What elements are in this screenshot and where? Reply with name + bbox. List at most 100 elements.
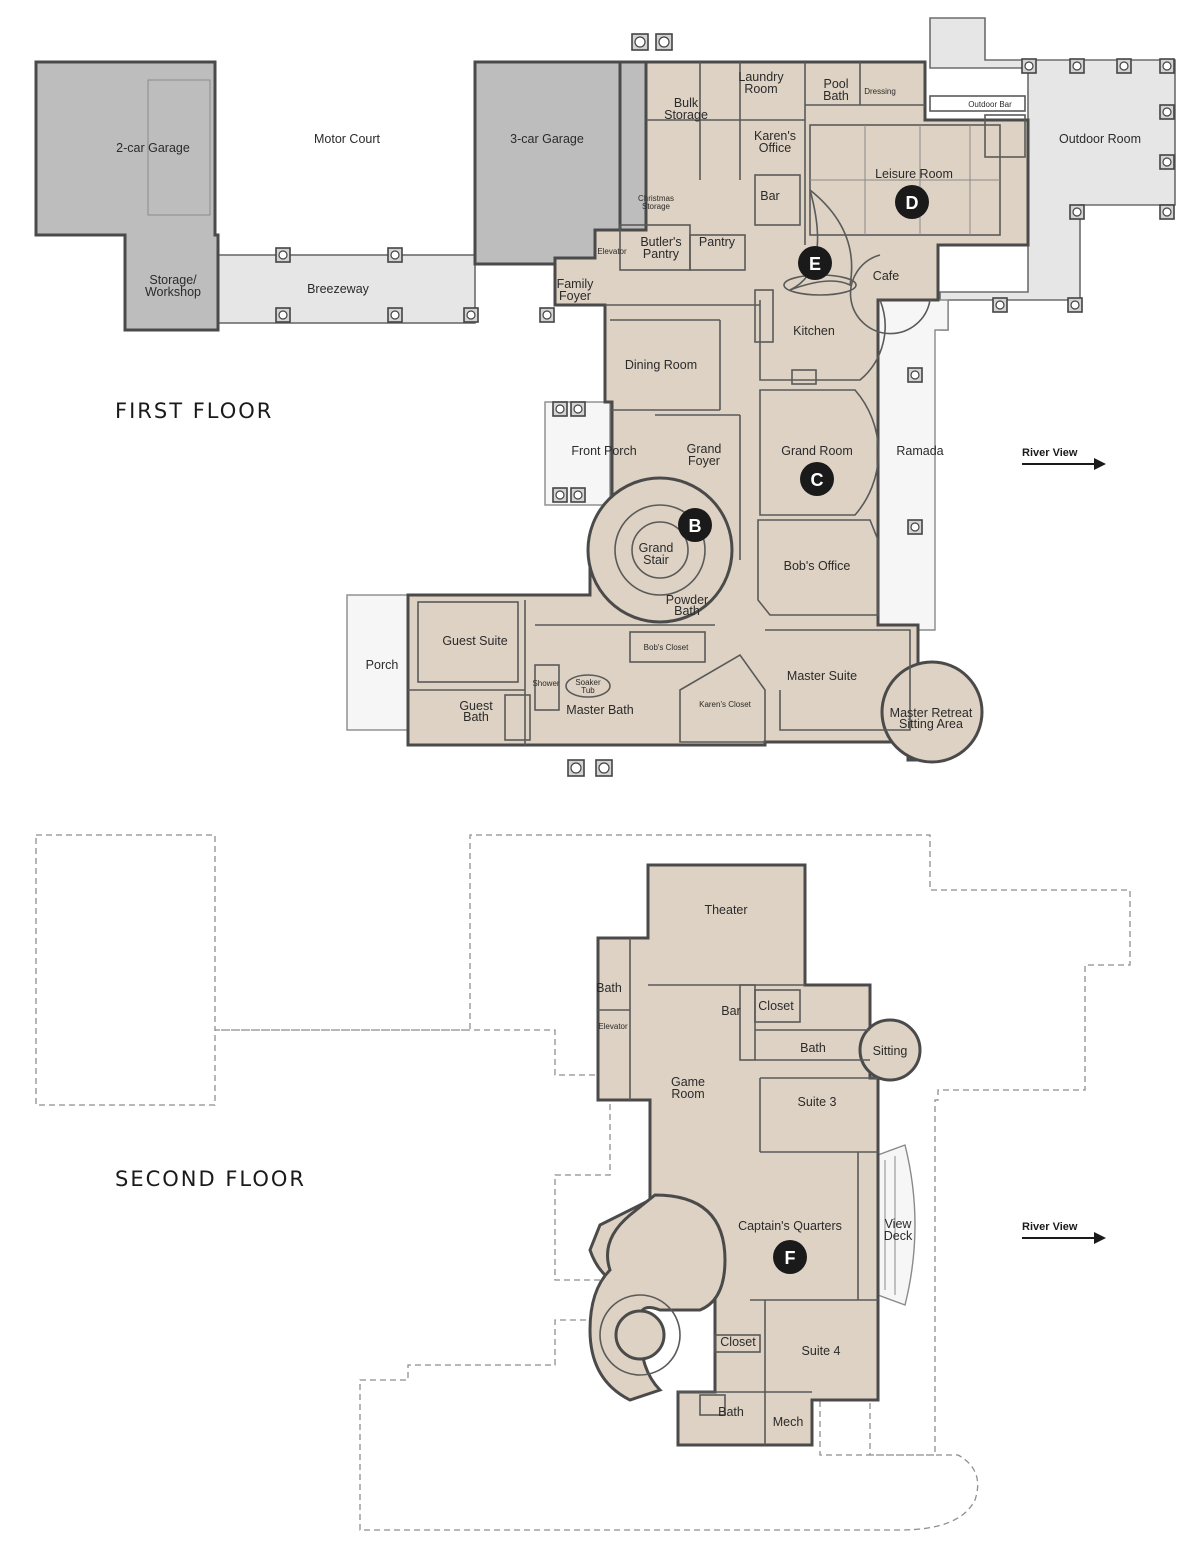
first-floor-columns (275, 33, 1175, 777)
label-family-line2: Foyer (559, 289, 591, 303)
label-bobs-office: Bob's Office (784, 559, 851, 573)
label-bobs-closet: Bob's Closet (644, 643, 689, 652)
label-closet-2: Closet (720, 1335, 756, 1349)
label-view-line1: View (885, 1217, 913, 1231)
stair-core (631, 521, 689, 579)
label-ramada: Ramada (896, 444, 943, 458)
label-guest-bath-line2: Bath (463, 710, 489, 724)
label-bulk-line1: Bulk (674, 96, 699, 110)
label-bath-1: Bath (596, 981, 622, 995)
label-powder-line2: Bath (674, 604, 700, 618)
river-view-second: River View (1022, 1221, 1106, 1244)
stair-inner-ring (614, 504, 706, 596)
label-laundry-line2: Room (744, 82, 777, 96)
label-dressing: Dressing (864, 87, 896, 96)
spiral-core (614, 1309, 666, 1361)
label-closet-1: Closet (758, 999, 794, 1013)
label-christmas-line1: Christmas (638, 194, 674, 203)
label-elevator-first: Elevator (597, 247, 627, 256)
label-front-porch: Front Porch (571, 444, 636, 458)
label-outdoor-bar: Outdoor Bar (968, 100, 1012, 109)
label-elevator-second: Elevator (598, 1022, 628, 1031)
label-laundry-line1: Laundry (738, 70, 784, 84)
badge-c: C (800, 462, 834, 496)
label-karens-closet: Karen's Closet (699, 700, 752, 709)
label-view-line2: Deck (884, 1229, 913, 1243)
river-view-first-label: River View (1022, 447, 1078, 459)
second-floor-plan: Theater Bath Elevator Bar Closet Bath Si… (35, 834, 1131, 1531)
second-floor-title: SECOND FLOOR (115, 1167, 306, 1191)
label-grand-room: Grand Room (781, 444, 853, 458)
river-view-first: River View (1022, 447, 1106, 470)
badge-d-letter: D (906, 193, 919, 213)
two-car-garage-block (34, 60, 220, 332)
label-captains-quarters: Captain's Quarters (738, 1219, 842, 1233)
label-kitchen: Kitchen (793, 324, 835, 338)
badge-b: B (678, 508, 712, 542)
view-deck-area (877, 1144, 916, 1306)
arrow-right-icon (1094, 458, 1106, 470)
label-dining-room: Dining Room (625, 358, 697, 372)
label-karens-office-line1: Karen's (754, 129, 796, 143)
first-floor-room-labels: 2-car Garage Storage/ Workshop Motor Cou… (116, 70, 1141, 731)
label-mech: Mech (773, 1415, 804, 1429)
first-floor-main-body (406, 60, 1030, 762)
label-theater: Theater (704, 903, 747, 917)
badge-f: F (773, 1240, 807, 1274)
arrow-right-icon (1094, 1232, 1106, 1244)
spiral-inner-ring (599, 1294, 681, 1376)
label-soaker-line2: Tub (581, 686, 595, 695)
label-retreat-line1: Master Retreat (890, 706, 973, 720)
label-game-line2: Room (671, 1087, 704, 1101)
garage-interior-line (147, 79, 211, 216)
badge-b-letter: B (689, 516, 702, 536)
label-grand-foyer-line2: Foyer (688, 454, 720, 468)
label-storage-line1: Storage/ (149, 273, 197, 287)
first-floor-title: FIRST FLOOR (115, 399, 273, 423)
label-grand-stair-line2: Stair (643, 553, 669, 567)
label-shower: Shower (532, 679, 559, 688)
label-master-bath: Master Bath (566, 703, 633, 717)
label-karens-office-line2: Office (759, 141, 791, 155)
badge-f-letter: F (785, 1248, 796, 1268)
label-cafe: Cafe (873, 269, 899, 283)
label-bath-3: Bath (718, 1405, 744, 1419)
label-outdoor-room: Outdoor Room (1059, 132, 1141, 146)
label-butlers-line2: Pantry (643, 247, 680, 261)
label-suite-3: Suite 3 (798, 1095, 837, 1109)
label-master-suite: Master Suite (787, 669, 857, 683)
label-motor-court: Motor Court (314, 132, 381, 146)
label-bulk-line2: Storage (664, 108, 708, 122)
label-retreat-line2: Sitting Area (899, 717, 963, 731)
label-guest-suite: Guest Suite (442, 634, 507, 648)
label-leisure-room: Leisure Room (875, 167, 953, 181)
label-porch: Porch (366, 658, 399, 672)
badge-e: E (798, 246, 832, 280)
river-view-second-label: River View (1022, 1221, 1078, 1233)
master-retreat-round (880, 660, 984, 764)
badge-d: D (895, 185, 929, 219)
label-guest-bath-line1: Guest (459, 699, 493, 713)
label-butlers-line1: Butler's (640, 235, 681, 249)
second-floor-interior-walls (598, 938, 878, 1445)
label-bar-second: Bar (721, 1004, 740, 1018)
label-pool-line1: Pool (823, 77, 848, 91)
label-storage-line2: Workshop (145, 285, 201, 299)
badge-c-letter: C (811, 470, 824, 490)
label-suite-4: Suite 4 (802, 1344, 841, 1358)
label-powder-line1: Powder (666, 593, 708, 607)
first-floor-interior-walls (408, 62, 1026, 745)
label-grand-foyer-line1: Grand (687, 442, 722, 456)
first-floor-plan: 2-car Garage Storage/ Workshop Motor Cou… (34, 17, 1176, 777)
breezeway-area (209, 254, 476, 324)
badge-e-letter: E (809, 254, 821, 274)
label-3-car-garage: 3-car Garage (510, 132, 584, 146)
label-bar: Bar (760, 189, 779, 203)
label-breezeway: Breezeway (307, 282, 370, 296)
sitting-round (858, 1018, 922, 1082)
label-family-line1: Family (557, 277, 595, 291)
label-pantry: Pantry (699, 235, 736, 249)
label-grand-stair-line1: Grand (639, 541, 674, 555)
label-game-line1: Game (671, 1075, 705, 1089)
